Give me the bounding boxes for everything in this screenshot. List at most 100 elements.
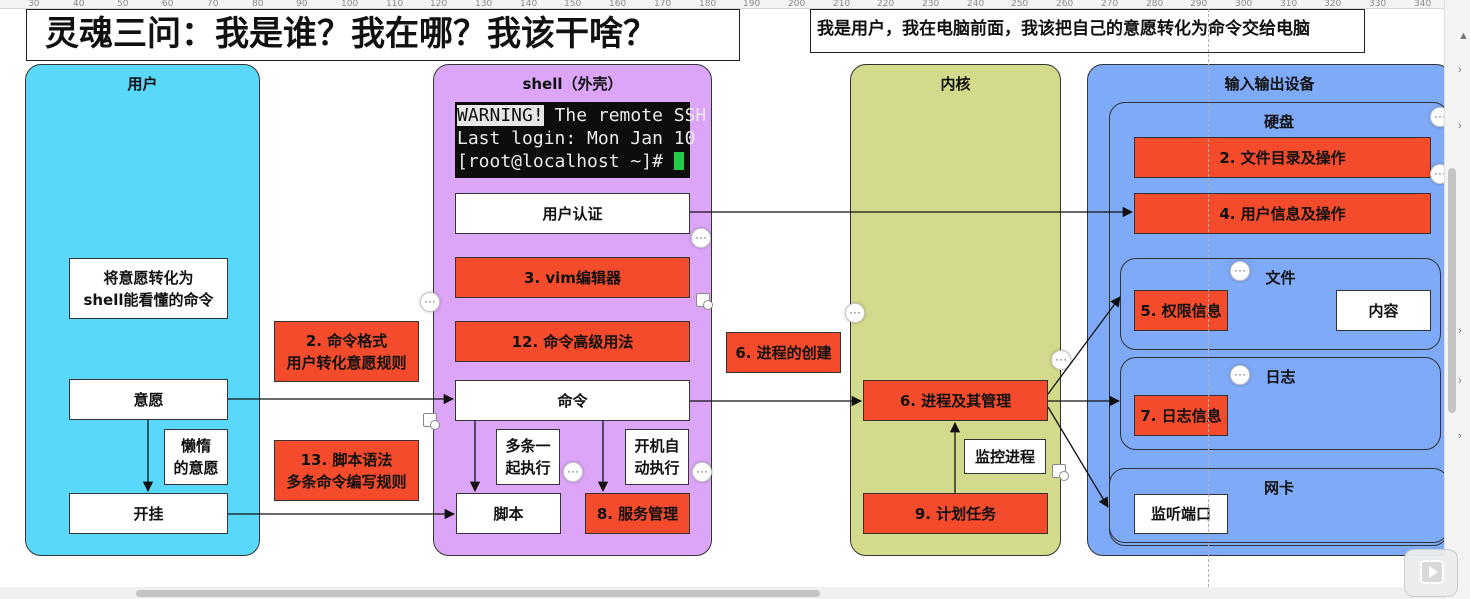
more-options-icon[interactable]: ···	[845, 303, 865, 323]
node-process-mgmt[interactable]: 6. 进程及其管理	[863, 380, 1048, 421]
node-monitor-process[interactable]: 监控进程	[964, 439, 1046, 474]
ruler-tick: 30	[28, 0, 40, 9]
ruler-tick: 170	[654, 0, 672, 9]
ruler-tick: 220	[877, 0, 895, 9]
chevron-right-icon[interactable]: ›	[1458, 430, 1462, 442]
ruler-tick: 60	[162, 0, 174, 9]
node-command[interactable]: 命令	[455, 380, 690, 421]
more-options-icon[interactable]: ···	[420, 292, 440, 312]
ruler-tick: 290	[1190, 0, 1208, 9]
note-box[interactable]: 我是用户，我在电脑前面，我该把自己的意愿转化为命令交给电脑	[810, 9, 1365, 53]
node-cmd-format[interactable]: 2. 命令格式 用户转化意愿规则	[274, 321, 419, 382]
node-multi-exec[interactable]: 多条一 起执行	[496, 429, 560, 485]
ruler-tick: 150	[564, 0, 582, 9]
sticker-icon[interactable]	[423, 413, 440, 430]
ruler-tick: 300	[1235, 0, 1253, 9]
vertical-scrollbar[interactable]: ▲ › › › › ›	[1444, 0, 1470, 599]
node-service-mgmt[interactable]: 8. 服务管理	[585, 493, 690, 534]
more-options-icon[interactable]: ···	[1230, 365, 1250, 385]
lane-io-title: 输入输出设备	[1224, 75, 1315, 93]
terminal-prompt: [root@localhost ~]#	[457, 151, 674, 172]
ruler-tick: 210	[833, 0, 851, 9]
play-button-icon[interactable]	[1404, 549, 1458, 597]
lane-kernel-title: 内核	[940, 75, 971, 93]
chevron-right-icon[interactable]: ›	[1458, 64, 1462, 76]
ruler-tick: 200	[788, 0, 806, 9]
ruler-tick: 280	[1146, 0, 1164, 9]
horizontal-scroll-thumb[interactable]	[136, 590, 820, 597]
ruler-tick: 160	[609, 0, 627, 9]
node-cron[interactable]: 9. 计划任务	[863, 493, 1048, 534]
ruler-tick: 250	[1011, 0, 1029, 9]
sticker-icon[interactable]	[1052, 464, 1069, 481]
ruler-tick: 130	[475, 0, 493, 9]
more-options-icon[interactable]: ···	[1051, 350, 1071, 370]
ruler-tick: 100	[341, 0, 359, 9]
more-options-icon[interactable]: ···	[691, 228, 711, 248]
node-cmd-advanced[interactable]: 12. 命令高级用法	[455, 321, 690, 362]
node-script[interactable]: 脚本	[456, 493, 561, 534]
node-file-dir-ops[interactable]: 2. 文件目录及操作	[1134, 137, 1431, 178]
terminal-snapshot: WARNING! The remote SSH Last login: Mon …	[455, 102, 706, 178]
node-log-info[interactable]: 7. 日志信息	[1134, 395, 1228, 436]
ruler-tick: 80	[252, 0, 264, 9]
horizontal-scrollbar[interactable]	[0, 587, 1444, 599]
node-user-info-ops[interactable]: 4. 用户信息及操作	[1134, 193, 1431, 234]
ruler-tick: 230	[922, 0, 940, 9]
group-file-title: 文件	[1265, 269, 1296, 287]
ruler-tick: 140	[520, 0, 538, 9]
node-content[interactable]: 内容	[1336, 290, 1431, 331]
chevron-right-icon[interactable]: ›	[1458, 325, 1462, 337]
top-ruler: 30 40 50 60 70 80 90 100 110 120 130 140 150 160 170 18…	[0, 0, 1444, 9]
lane-kernel[interactable]: 内核	[850, 64, 1061, 556]
ruler-tick: 270	[1101, 0, 1119, 9]
node-autostart[interactable]: 开机自 动执行	[625, 429, 689, 485]
ruler-tick: 50	[117, 0, 129, 9]
ruler-tick: 260	[1056, 0, 1074, 9]
ruler-tick: 110	[386, 0, 404, 9]
group-nic-title: 网卡	[1263, 479, 1294, 497]
ruler-tick: 320	[1324, 0, 1342, 9]
vertical-scroll-thumb[interactable]	[1448, 168, 1456, 413]
terminal-cursor-icon	[673, 152, 684, 170]
page-title: 灵魂三问：我是谁？我在哪？我该干啥？	[45, 14, 657, 54]
ruler-tick: 70	[207, 0, 219, 9]
ruler-tick: 340	[1414, 0, 1432, 9]
terminal-line-2: Last login: Mon Jan 10	[457, 128, 696, 149]
ruler-tick: 330	[1369, 0, 1387, 9]
ruler-tick: 190	[743, 0, 761, 9]
terminal-line-3: [root@localhost ~]#	[457, 150, 690, 173]
node-intent[interactable]: 意愿	[69, 379, 228, 420]
chevron-right-icon[interactable]: ›	[1458, 375, 1462, 387]
chevron-up-icon[interactable]: ▲	[1458, 30, 1469, 42]
node-lazy-intent[interactable]: 懒惰 的意愿	[164, 429, 228, 485]
node-intent-convert[interactable]: 将意愿转化为 shell能看懂的命令	[69, 258, 228, 319]
more-options-icon[interactable]: ···	[692, 462, 712, 482]
node-perm-info[interactable]: 5. 权限信息	[1134, 290, 1228, 331]
sticker-icon[interactable]	[696, 293, 713, 310]
node-process-create[interactable]: 6. 进程的创建	[726, 332, 841, 373]
guide-line	[1208, 9, 1209, 587]
more-options-icon[interactable]: ···	[1230, 261, 1250, 281]
more-options-icon[interactable]: ···	[563, 462, 583, 482]
node-script-syntax[interactable]: 13. 脚本语法 多条命令编写规则	[274, 440, 419, 501]
ruler-tick: 240	[967, 0, 985, 9]
group-log[interactable]: 日志	[1120, 357, 1441, 450]
node-listen-port[interactable]: 监听端口	[1134, 494, 1228, 534]
node-cheat[interactable]: 开挂	[69, 493, 228, 534]
terminal-warning: WARNING!	[457, 105, 544, 126]
group-disk-title: 硬盘	[1263, 113, 1294, 131]
group-log-title: 日志	[1265, 368, 1296, 386]
node-vim[interactable]: 3. vim编辑器	[455, 257, 690, 298]
diagram-canvas: 灵魂三问：我是谁？我在哪？我该干啥？ 我是用户，我在电脑前面，我该把自己的意愿转…	[0, 9, 1452, 587]
node-user-auth[interactable]: 用户认证	[455, 193, 690, 234]
ruler-tick: 180	[699, 0, 717, 9]
chevron-right-icon[interactable]: ›	[1458, 120, 1462, 132]
ruler-tick: 40	[73, 0, 85, 9]
terminal-line-1: WARNING! The remote SSH	[457, 104, 706, 127]
title-box[interactable]: 灵魂三问：我是谁？我在哪？我该干啥？	[26, 9, 740, 61]
lane-shell-title: shell（外壳）	[522, 75, 623, 93]
ruler-tick: 90	[296, 0, 308, 9]
terminal-line-1-rest: The remote SSH	[543, 105, 707, 126]
ruler-tick: 120	[430, 0, 448, 9]
